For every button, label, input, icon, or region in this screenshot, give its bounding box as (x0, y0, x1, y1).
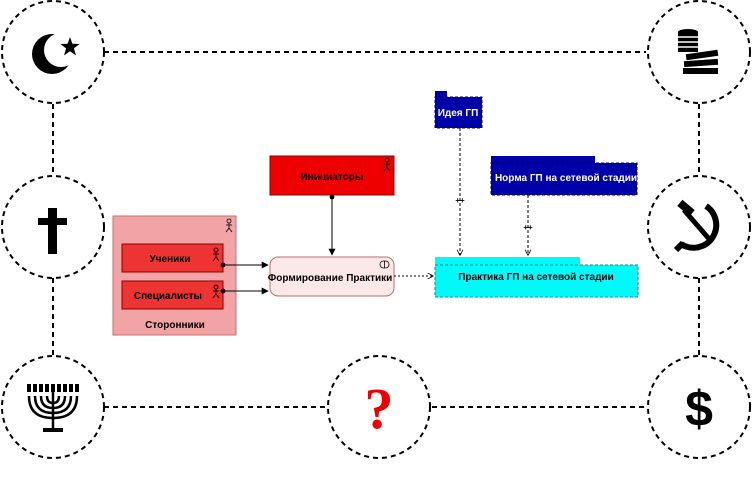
money-stack-icon (678, 29, 719, 74)
node-norm[interactable]: Норма ГП на сетевой стадии (490, 156, 638, 196)
actor-icon (225, 218, 233, 233)
specialists-label: Специалисты (134, 291, 202, 302)
formation-label: Формирование Практики (268, 273, 393, 284)
dashed-frame (52, 51, 700, 408)
menorah-icon (27, 392, 79, 432)
node-practice[interactable]: Практика ГП на сетевой стадии (434, 257, 639, 298)
norm-label: Норма ГП на сетевой стадии (495, 173, 637, 184)
function-icon (379, 260, 390, 269)
edge-label-norm: ++ (523, 223, 533, 232)
symbol-circle-top-right (647, 0, 751, 104)
islam-crescent-star-icon (32, 33, 80, 74)
edge-norm-to-practice: ++ (523, 195, 533, 255)
actor-icon (383, 157, 391, 172)
node-initiators[interactable]: Инициаторы (269, 155, 395, 196)
symbol-circle-bottom-center: ? (327, 355, 431, 459)
question-mark-icon: ? (365, 376, 394, 441)
hammer-and-sickle-icon (673, 199, 720, 253)
node-students[interactable]: Ученики (121, 243, 224, 273)
symbol-circle-mid-right (647, 175, 751, 279)
edge-label-idea: ++ (455, 196, 465, 205)
node-idea[interactable]: Идея ГП (434, 91, 483, 129)
students-label: Ученики (150, 254, 191, 265)
node-formation[interactable]: Формирование Практики (268, 256, 395, 297)
edge-idea-to-practice: ++ (455, 128, 465, 255)
initiators-label: Инициаторы (301, 172, 364, 183)
actor-icon (212, 247, 220, 262)
node-specialists[interactable]: Специалисты (121, 280, 224, 310)
idea-label: Идея ГП (438, 108, 479, 119)
supporters-label: Сторонники (145, 320, 205, 331)
symbol-circle-bottom-left (1, 355, 105, 459)
actor-icon (212, 284, 220, 299)
symbol-circle-bottom-right: $ (647, 355, 751, 459)
dollar-sign-icon: $ (685, 381, 713, 437)
practice-label: Практика ГП на сетевой стадии (458, 272, 613, 283)
symbol-circle-mid-left (1, 175, 105, 279)
node-supporters[interactable]: Сторонники (112, 215, 237, 336)
christian-cross-icon (38, 208, 67, 254)
symbol-circle-top-left (1, 0, 105, 104)
